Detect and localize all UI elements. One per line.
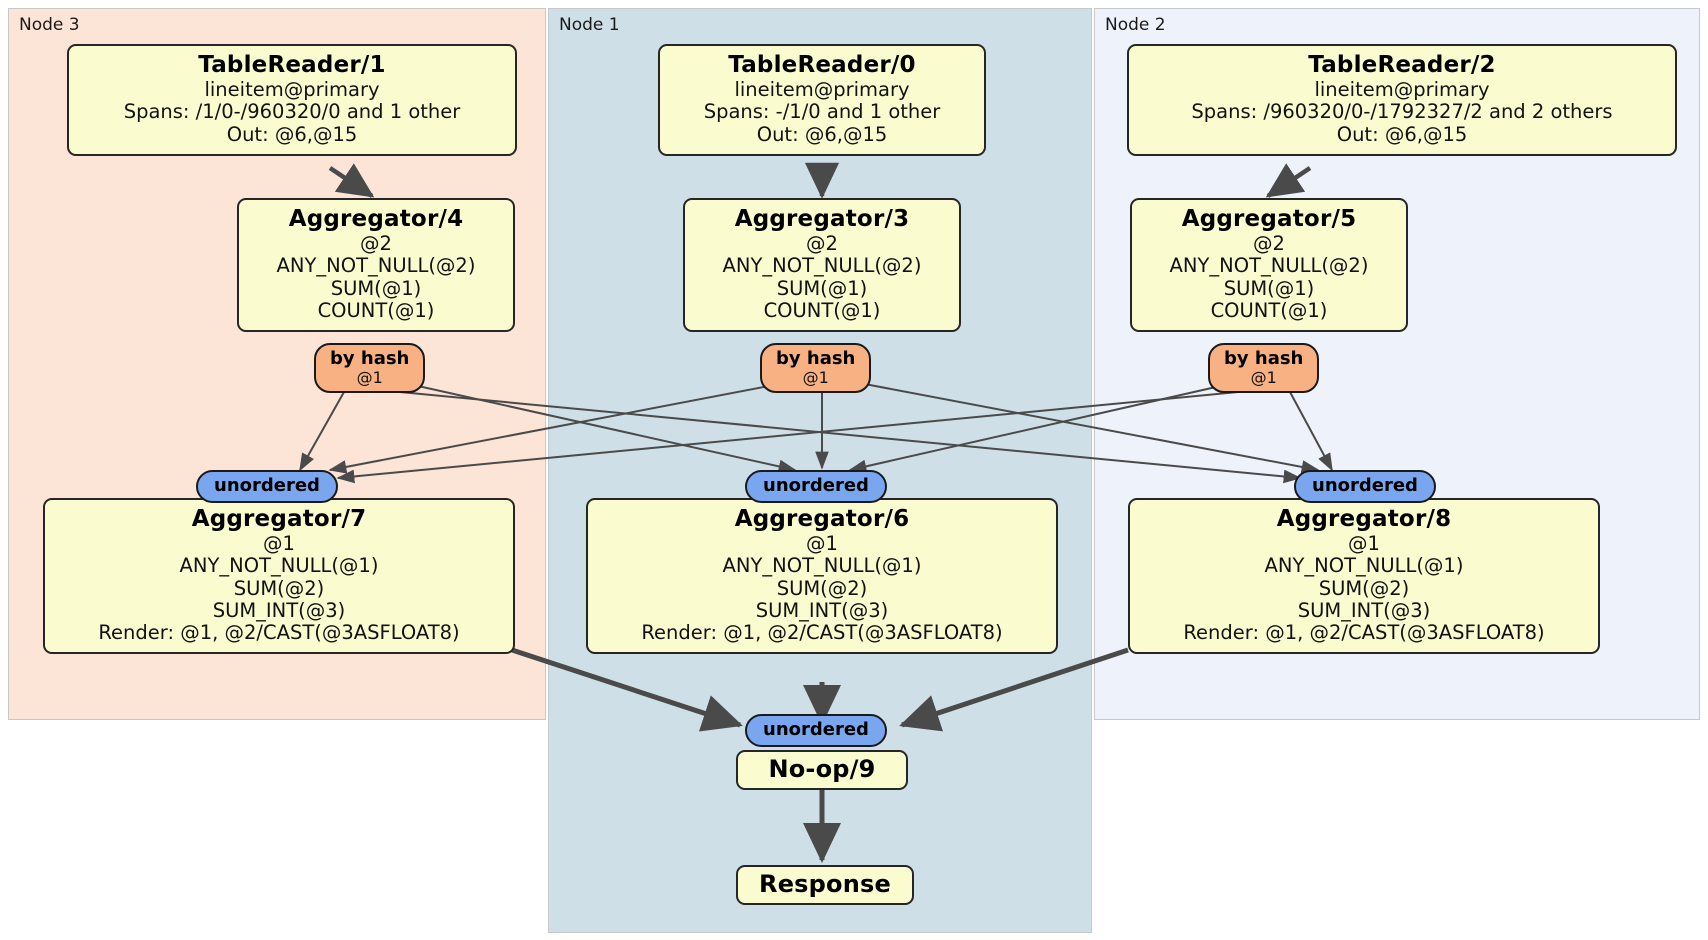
router-label: by hash — [330, 348, 410, 369]
processor-title: Aggregator/7 — [191, 506, 367, 532]
synchronizer-label: unordered — [1312, 475, 1418, 496]
router-sublabel: @1 — [1250, 367, 1277, 387]
processor-detail-line: @1 — [263, 532, 295, 556]
processor-aggregator-4[interactable]: Aggregator/4 @2 ANY_NOT_NULL(@2) SUM(@1)… — [237, 198, 515, 333]
synchronizer-unordered-right[interactable]: unordered — [1294, 470, 1436, 503]
processor-detail-line: COUNT(@1) — [317, 298, 435, 322]
processor-detail-line: SUM(@2) — [233, 576, 325, 600]
router-label: by hash — [776, 348, 856, 369]
processor-aggregator-6[interactable]: Aggregator/6 @1 ANY_NOT_NULL(@1) SUM(@2)… — [586, 498, 1058, 655]
synchronizer-label: unordered — [214, 475, 320, 496]
processor-detail-line: ANY_NOT_NULL(@1) — [722, 554, 922, 578]
processor-title: Response — [759, 870, 891, 898]
router-by-hash-right[interactable]: by hash @1 — [1208, 343, 1320, 394]
router-label: by hash — [1224, 348, 1304, 369]
router-by-hash-left[interactable]: by hash @1 — [314, 343, 426, 394]
router-sublabel: @1 — [356, 367, 383, 387]
synchronizer-label: unordered — [763, 475, 869, 496]
processor-title: Aggregator/5 — [1181, 206, 1357, 232]
processor-detail-line: ANY_NOT_NULL(@2) — [722, 254, 922, 278]
processor-detail-line: Render: @1, @2/CAST(@3ASFLOAT8) — [98, 621, 460, 645]
processor-title: Aggregator/3 — [734, 206, 910, 232]
processor-detail-line: SUM_INT(@3) — [212, 598, 346, 622]
processor-detail-line: ANY_NOT_NULL(@1) — [1264, 554, 1464, 578]
processor-detail-line: ANY_NOT_NULL(@2) — [1169, 254, 1369, 278]
node-panel-label-node2: Node 2 — [1105, 15, 1166, 35]
processor-detail-line: Render: @1, @2/CAST(@3ASFLOAT8) — [1183, 621, 1545, 645]
processor-detail-line: SUM(@1) — [1223, 276, 1315, 300]
processor-detail-line: lineitem@primary — [204, 78, 380, 102]
processor-detail-line: ANY_NOT_NULL(@2) — [276, 254, 476, 278]
processor-aggregator-5[interactable]: Aggregator/5 @2 ANY_NOT_NULL(@2) SUM(@1)… — [1130, 198, 1408, 333]
processor-detail-line: Out: @6,@15 — [226, 122, 358, 146]
processor-response[interactable]: Response — [736, 865, 914, 906]
processor-aggregator-3[interactable]: Aggregator/3 @2 ANY_NOT_NULL(@2) SUM(@1)… — [683, 198, 961, 333]
processor-detail-line: Out: @6,@15 — [1336, 122, 1468, 146]
router-sublabel: @1 — [802, 367, 829, 387]
processor-detail-line: SUM(@1) — [330, 276, 422, 300]
node-panel-label-node3: Node 3 — [19, 15, 80, 35]
processor-detail-line: lineitem@primary — [1314, 78, 1490, 102]
processor-aggregator-7[interactable]: Aggregator/7 @1 ANY_NOT_NULL(@1) SUM(@2)… — [43, 498, 515, 655]
processor-detail-line: Spans: /960320/0-/1792327/2 and 2 others — [1191, 100, 1613, 124]
processor-title: TableReader/2 — [1308, 52, 1496, 78]
processor-detail-line: @2 — [1253, 232, 1285, 256]
processor-detail-line: ANY_NOT_NULL(@1) — [179, 554, 379, 578]
processor-detail-line: COUNT(@1) — [1210, 298, 1328, 322]
processor-detail-line: COUNT(@1) — [763, 298, 881, 322]
router-by-hash-mid[interactable]: by hash @1 — [760, 343, 872, 394]
processor-title: Aggregator/6 — [734, 506, 910, 532]
processor-detail-line: @2 — [806, 232, 838, 256]
processor-detail-line: SUM_INT(@3) — [1297, 598, 1431, 622]
processor-detail-line: SUM_INT(@3) — [755, 598, 889, 622]
node-panel-label-node1: Node 1 — [559, 15, 620, 35]
processor-detail-line: Spans: -/1/0 and 1 other — [703, 100, 941, 124]
synchronizer-unordered-mid[interactable]: unordered — [745, 470, 887, 503]
processor-noop-9[interactable]: No-op/9 — [736, 750, 908, 791]
processor-tablereader-0[interactable]: TableReader/0 lineitem@primary Spans: -/… — [658, 44, 986, 156]
processor-tablereader-1[interactable]: TableReader/1 lineitem@primary Spans: /1… — [67, 44, 517, 156]
processor-tablereader-2[interactable]: TableReader/2 lineitem@primary Spans: /9… — [1127, 44, 1677, 156]
processor-detail-line: @1 — [806, 532, 838, 556]
processor-title: Aggregator/8 — [1276, 506, 1452, 532]
processor-detail-line: SUM(@1) — [776, 276, 868, 300]
processor-detail-line: Out: @6,@15 — [756, 122, 888, 146]
processor-detail-line: SUM(@2) — [1318, 576, 1410, 600]
processor-title: Aggregator/4 — [288, 206, 464, 232]
processor-title: TableReader/0 — [728, 52, 916, 78]
processor-detail-line: lineitem@primary — [734, 78, 910, 102]
synchronizer-label: unordered — [763, 719, 869, 740]
processor-detail-line: @2 — [360, 232, 392, 256]
processor-detail-line: Spans: /1/0-/960320/0 and 1 other — [123, 100, 461, 124]
processor-title: No-op/9 — [768, 755, 876, 783]
processor-detail-line: @1 — [1348, 532, 1380, 556]
processor-title: TableReader/1 — [198, 52, 386, 78]
synchronizer-unordered-left[interactable]: unordered — [196, 470, 338, 503]
synchronizer-unordered-final[interactable]: unordered — [745, 714, 887, 747]
processor-detail-line: SUM(@2) — [776, 576, 868, 600]
processor-detail-line: Render: @1, @2/CAST(@3ASFLOAT8) — [641, 621, 1003, 645]
processor-aggregator-8[interactable]: Aggregator/8 @1 ANY_NOT_NULL(@1) SUM(@2)… — [1128, 498, 1600, 655]
